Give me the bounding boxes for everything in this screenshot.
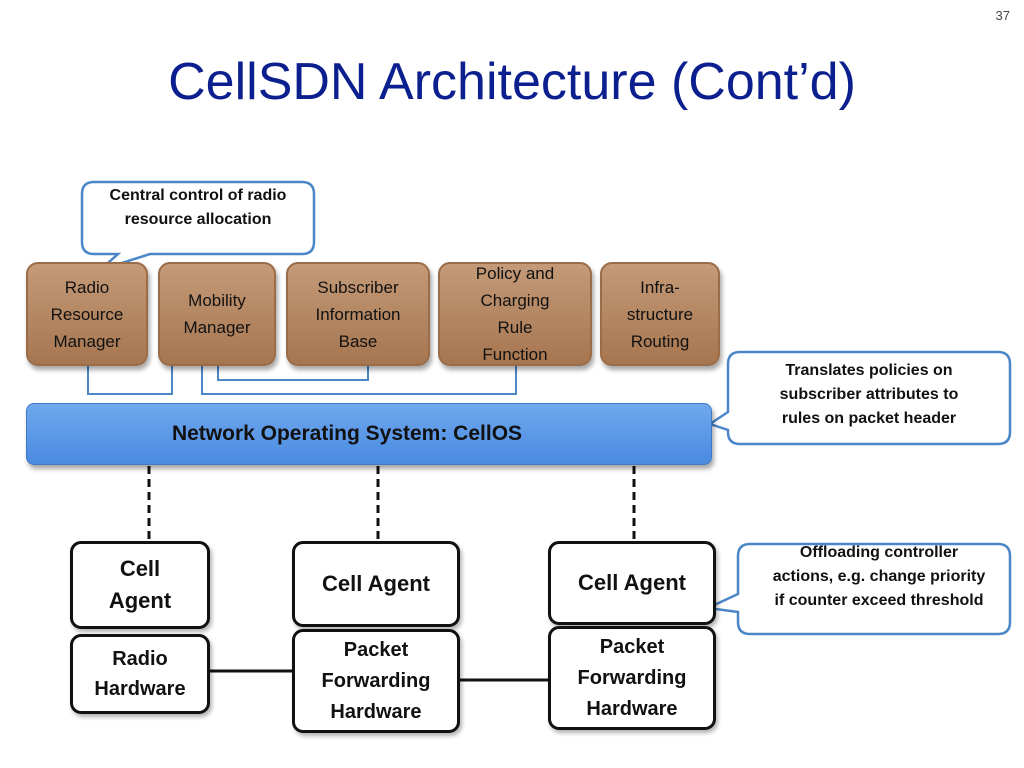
callout-offloading-text: Offloading controller actions, e.g. chan… bbox=[772, 544, 986, 609]
app-subscriber-information-base: Subscriber Information Base bbox=[286, 262, 430, 366]
callout-translates-text: Translates policies on subscriber attrib… bbox=[779, 362, 959, 427]
app-infrastructure-routing: Infra- structure Routing bbox=[600, 262, 720, 366]
app-radio-resource-manager: Radio Resource Manager bbox=[26, 262, 148, 366]
network-os-bar: Network Operating System: CellOS bbox=[26, 403, 712, 465]
app-policy-charging-rule-function: Policy and Charging Rule Function bbox=[438, 262, 592, 366]
network-os-label: Network Operating System: CellOS bbox=[171, 422, 523, 445]
app-mobility-manager: Mobility Manager bbox=[158, 262, 276, 366]
cell-agent-1: Cell Agent bbox=[70, 541, 210, 629]
page-number: 37 bbox=[995, 8, 1010, 23]
radio-hardware: Radio Hardware bbox=[70, 634, 210, 714]
packet-forwarding-hardware-2: Packet Forwarding Hardware bbox=[548, 626, 716, 730]
callout-offloading-bubble bbox=[703, 542, 1012, 636]
callout-central-control-text: Central control of radio resource alloca… bbox=[109, 187, 287, 228]
connector-radio-mobility bbox=[87, 366, 173, 395]
packet-forwarding-hardware-1: Packet Forwarding Hardware bbox=[292, 629, 460, 733]
cell-agent-3: Cell Agent bbox=[548, 541, 716, 625]
callout-translates-bubble bbox=[707, 350, 1012, 446]
cell-agent-2: Cell Agent bbox=[292, 541, 460, 627]
slide-title: CellSDN Architecture (Cont’d) bbox=[168, 53, 856, 111]
connector-mobility-subscriber bbox=[217, 366, 369, 381]
connector-mobility-policy bbox=[201, 366, 517, 395]
